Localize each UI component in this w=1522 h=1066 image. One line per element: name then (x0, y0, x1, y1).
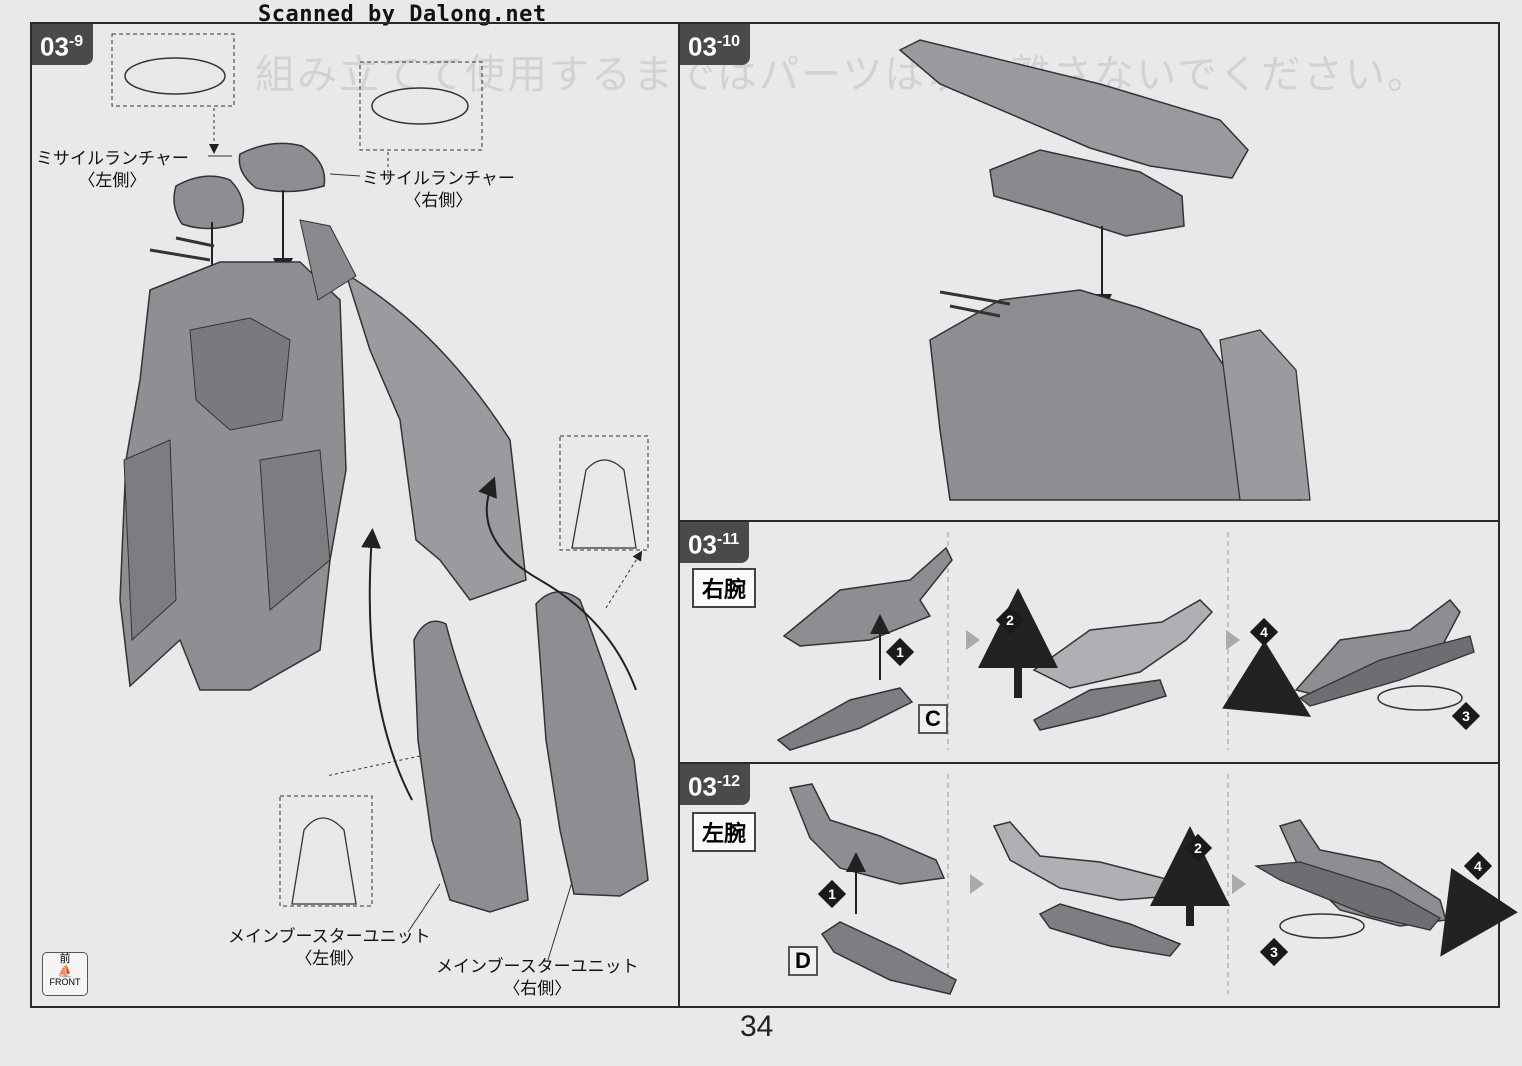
page-number: 34 (740, 1010, 774, 1043)
gun-c-frame2-part (1032, 679, 1167, 731)
arm-right-frame1-part (782, 546, 953, 647)
step-tag-03-10: 03-10 (680, 24, 751, 65)
label-booster-left: メインブースターユニット 〈左側〉 (228, 927, 431, 969)
gun-d-frame1-part (820, 921, 957, 995)
robot-wing-part (344, 272, 527, 601)
booster-right-part (535, 591, 649, 897)
arm-label-right: 右腕 (692, 568, 757, 608)
missile-left-detail-part (124, 57, 226, 95)
step-tag-03-11: 03-11 (680, 522, 750, 563)
detail-box-booster-top (559, 435, 649, 551)
part-letter-c: C (918, 704, 948, 734)
arm-right-frame2-part (1032, 599, 1214, 689)
background-notice-text: 組み立てて使用するまではパーツは切り離さないでください。 (255, 52, 1429, 98)
arm-left-frame2-part (992, 821, 1175, 901)
arm-label-left: 左腕 (692, 812, 757, 852)
detail-box-missile-left (111, 33, 235, 107)
label-missile-launcher-right: ミサイルランチャー 〈右側〉 (362, 169, 515, 211)
missile-launcher-left-part (173, 175, 245, 230)
missile-launcher-right-part (238, 142, 326, 193)
front-badge-label: FRONT (49, 977, 81, 987)
step-tag-03-9: 03-9 (32, 24, 94, 65)
arm-left-frame1-part (788, 783, 946, 885)
gun-d-frame2-part (1038, 903, 1182, 957)
gun-c-frame1-part (776, 687, 914, 751)
booster-left-part (413, 620, 529, 913)
front-badge-kanji: 前 (59, 953, 71, 965)
part-letter-d: D (788, 946, 818, 976)
front-direction-badge: 前 ⛵ FRONT (42, 952, 88, 996)
gun-pod-upper-part (898, 39, 1249, 179)
missile-right-detail-part (371, 87, 469, 125)
detail-box-booster-bottom (279, 795, 373, 907)
gun-pod-lower-part (989, 149, 1185, 237)
label-booster-right: メインブースターユニット 〈右側〉 (436, 957, 639, 999)
boat-icon: ⛵ (57, 964, 73, 978)
label-missile-launcher-left: ミサイルランチャー 〈左側〉 (36, 149, 189, 191)
step-tag-03-12: 03-12 (680, 764, 751, 805)
